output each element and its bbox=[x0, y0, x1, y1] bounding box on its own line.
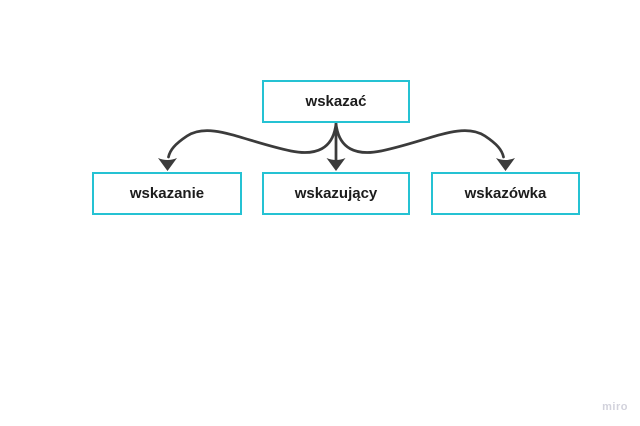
connector-root-to-wskazujacy[interactable] bbox=[326, 122, 346, 171]
node-label: wskazówka bbox=[464, 185, 547, 202]
node-label: wskazanie bbox=[129, 185, 205, 202]
connector-root-to-wskazowka[interactable] bbox=[334, 122, 515, 171]
node-label: wskazujący bbox=[294, 185, 378, 202]
node-wskazowka[interactable]: wskazówka bbox=[431, 172, 580, 215]
node-label: wskazać bbox=[305, 93, 367, 110]
connector-root-to-wskazanie[interactable] bbox=[158, 122, 338, 171]
arrowhead-down-icon bbox=[158, 158, 177, 171]
node-wskazanie[interactable]: wskazanie bbox=[92, 172, 242, 215]
arrowhead-down-icon bbox=[496, 158, 515, 171]
node-wskazac[interactable]: wskazać bbox=[262, 80, 410, 123]
node-wskazujacy[interactable]: wskazujący bbox=[262, 172, 410, 215]
miro-logo: miro bbox=[602, 401, 628, 413]
arrowhead-down-icon bbox=[326, 158, 346, 171]
